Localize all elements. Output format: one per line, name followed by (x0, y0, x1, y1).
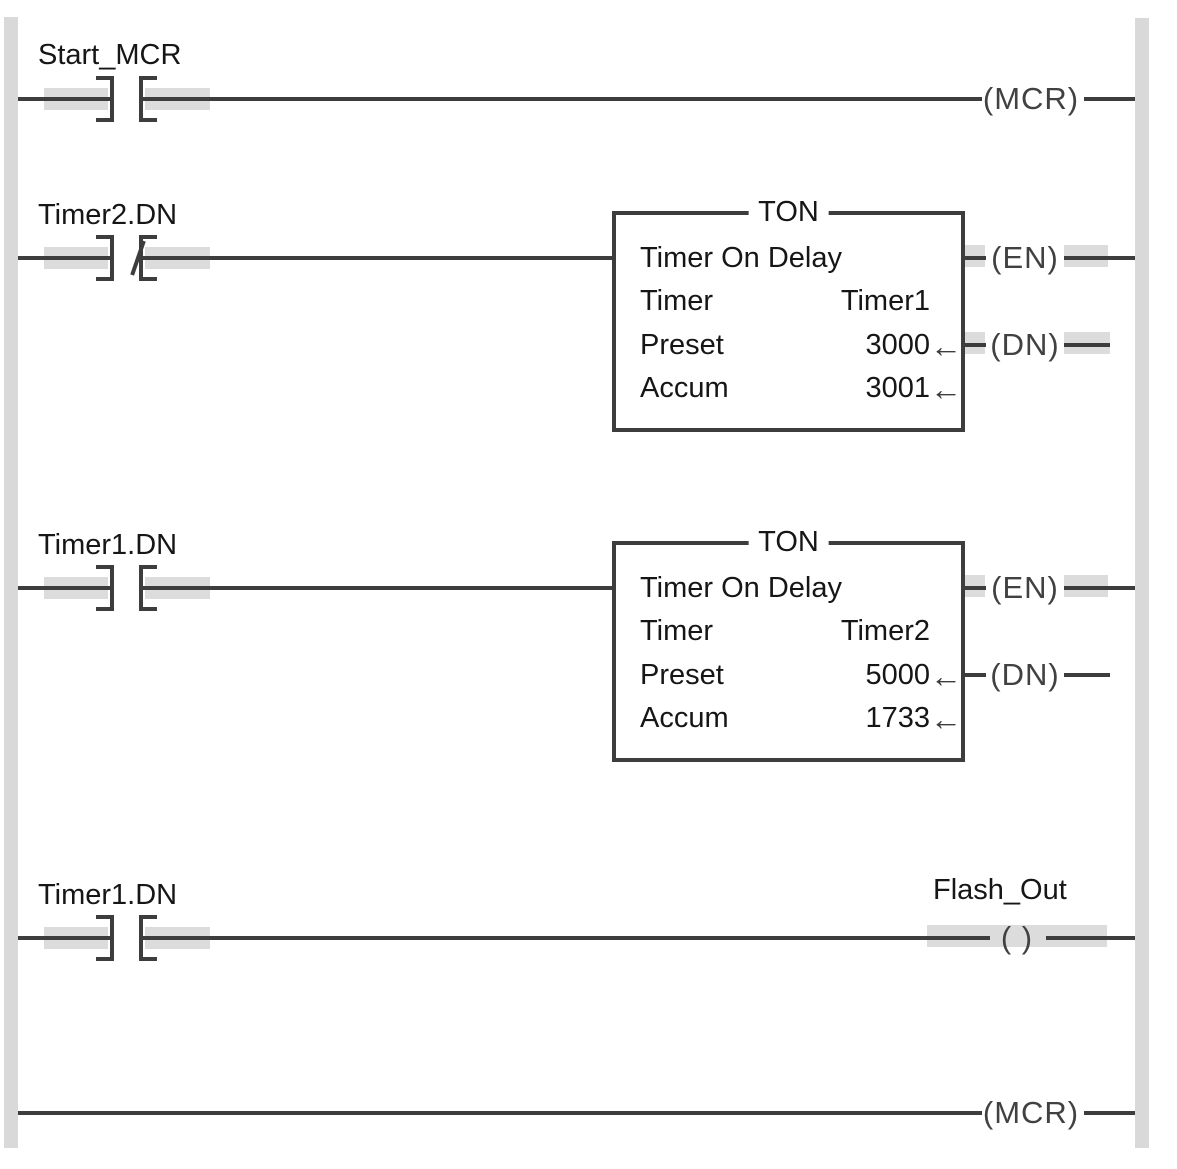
rung-label: Timer2.DN (38, 199, 178, 231)
en-coil[interactable]: (EN) (991, 570, 1059, 605)
contact-tick (96, 607, 114, 611)
param-name: Preset (640, 329, 724, 361)
param-name: Timer (640, 285, 714, 317)
param-value[interactable]: 3001 (865, 372, 930, 404)
block-row: Timer Timer1 (640, 285, 930, 317)
contact-leg (110, 235, 114, 281)
ton-block-timer2[interactable]: TON Timer On Delay Timer Timer2 Preset 5… (612, 526, 965, 762)
rung-label: Timer1.DN (38, 879, 178, 911)
contact-tick (139, 915, 157, 919)
left-power-rail (4, 17, 18, 1148)
contact-leg (110, 76, 114, 122)
mcr-coil[interactable]: (MCR) (982, 81, 1080, 116)
contact-tick (139, 76, 157, 80)
right-power-rail (1135, 18, 1149, 1148)
wire (18, 936, 110, 940)
update-arrow-icon: ← (930, 701, 962, 737)
contact-leg (110, 565, 114, 611)
contact-leg (139, 76, 143, 122)
wire (18, 97, 110, 101)
dn-coil[interactable]: (DN) (990, 327, 1060, 362)
wire (143, 97, 982, 101)
contact-tick (96, 565, 114, 569)
block-row: Accum 1733 (640, 702, 930, 734)
wire (18, 256, 110, 260)
param-name: Accum (640, 702, 729, 734)
contact-tick (139, 607, 157, 611)
contact-tick (96, 277, 114, 281)
wire (143, 256, 612, 260)
mcr-coil[interactable]: (MCR) (982, 1095, 1080, 1130)
en-coil[interactable]: (EN) (991, 240, 1059, 275)
energized-highlight (927, 925, 1107, 947)
param-name: Accum (640, 372, 729, 404)
contact-leg (110, 915, 114, 961)
wire (963, 343, 986, 347)
wire (1046, 936, 1135, 940)
wire (143, 936, 990, 940)
wire (1064, 673, 1110, 677)
wire (1064, 343, 1110, 347)
wire (18, 586, 110, 590)
block-description: Timer On Delay (640, 242, 842, 274)
contact-leg (139, 235, 143, 281)
block-title: TON (748, 196, 829, 228)
contact-tick (139, 565, 157, 569)
wire (963, 586, 986, 590)
param-name: Preset (640, 659, 724, 691)
contact-tick (96, 118, 114, 122)
param-value[interactable]: Timer2 (840, 615, 930, 647)
block-row: Preset 5000 (640, 659, 930, 691)
contact-leg (139, 565, 143, 611)
wire (963, 256, 986, 260)
rung-label: Timer1.DN (38, 529, 178, 561)
update-arrow-icon: ← (930, 371, 962, 407)
update-arrow-icon: ← (930, 658, 962, 694)
update-arrow-icon: ← (930, 328, 962, 364)
contact-tick (139, 118, 157, 122)
contact-tick (139, 957, 157, 961)
wire (18, 1111, 982, 1115)
output-label: Flash_Out (933, 874, 1067, 906)
block-description: Timer On Delay (640, 572, 842, 604)
wire (1084, 1111, 1135, 1115)
wire (143, 586, 612, 590)
contact-leg (139, 915, 143, 961)
block-title: TON (748, 526, 829, 558)
block-row: Accum 3001 (640, 372, 930, 404)
param-value[interactable]: 5000 (865, 659, 930, 691)
contact-tick (139, 235, 157, 239)
param-value[interactable]: 3000 (865, 329, 930, 361)
dn-coil[interactable]: (DN) (990, 657, 1060, 692)
param-value[interactable]: Timer1 (840, 285, 930, 317)
contact-tick (96, 235, 114, 239)
block-row: Preset 3000 (640, 329, 930, 361)
output-coil-flash-out[interactable]: ( ) (1000, 920, 1034, 955)
wire (1084, 97, 1135, 101)
param-name: Timer (640, 615, 714, 647)
wire (963, 673, 986, 677)
wire (1064, 586, 1135, 590)
rung-label: Start_MCR (38, 39, 182, 71)
contact-tick (96, 76, 114, 80)
param-value[interactable]: 1733 (865, 702, 930, 734)
wire (1064, 256, 1135, 260)
block-row: Timer Timer2 (640, 615, 930, 647)
ton-block-timer1[interactable]: TON Timer On Delay Timer Timer1 Preset 3… (612, 196, 965, 432)
contact-tick (96, 915, 114, 919)
contact-tick (139, 277, 157, 281)
contact-tick (96, 957, 114, 961)
